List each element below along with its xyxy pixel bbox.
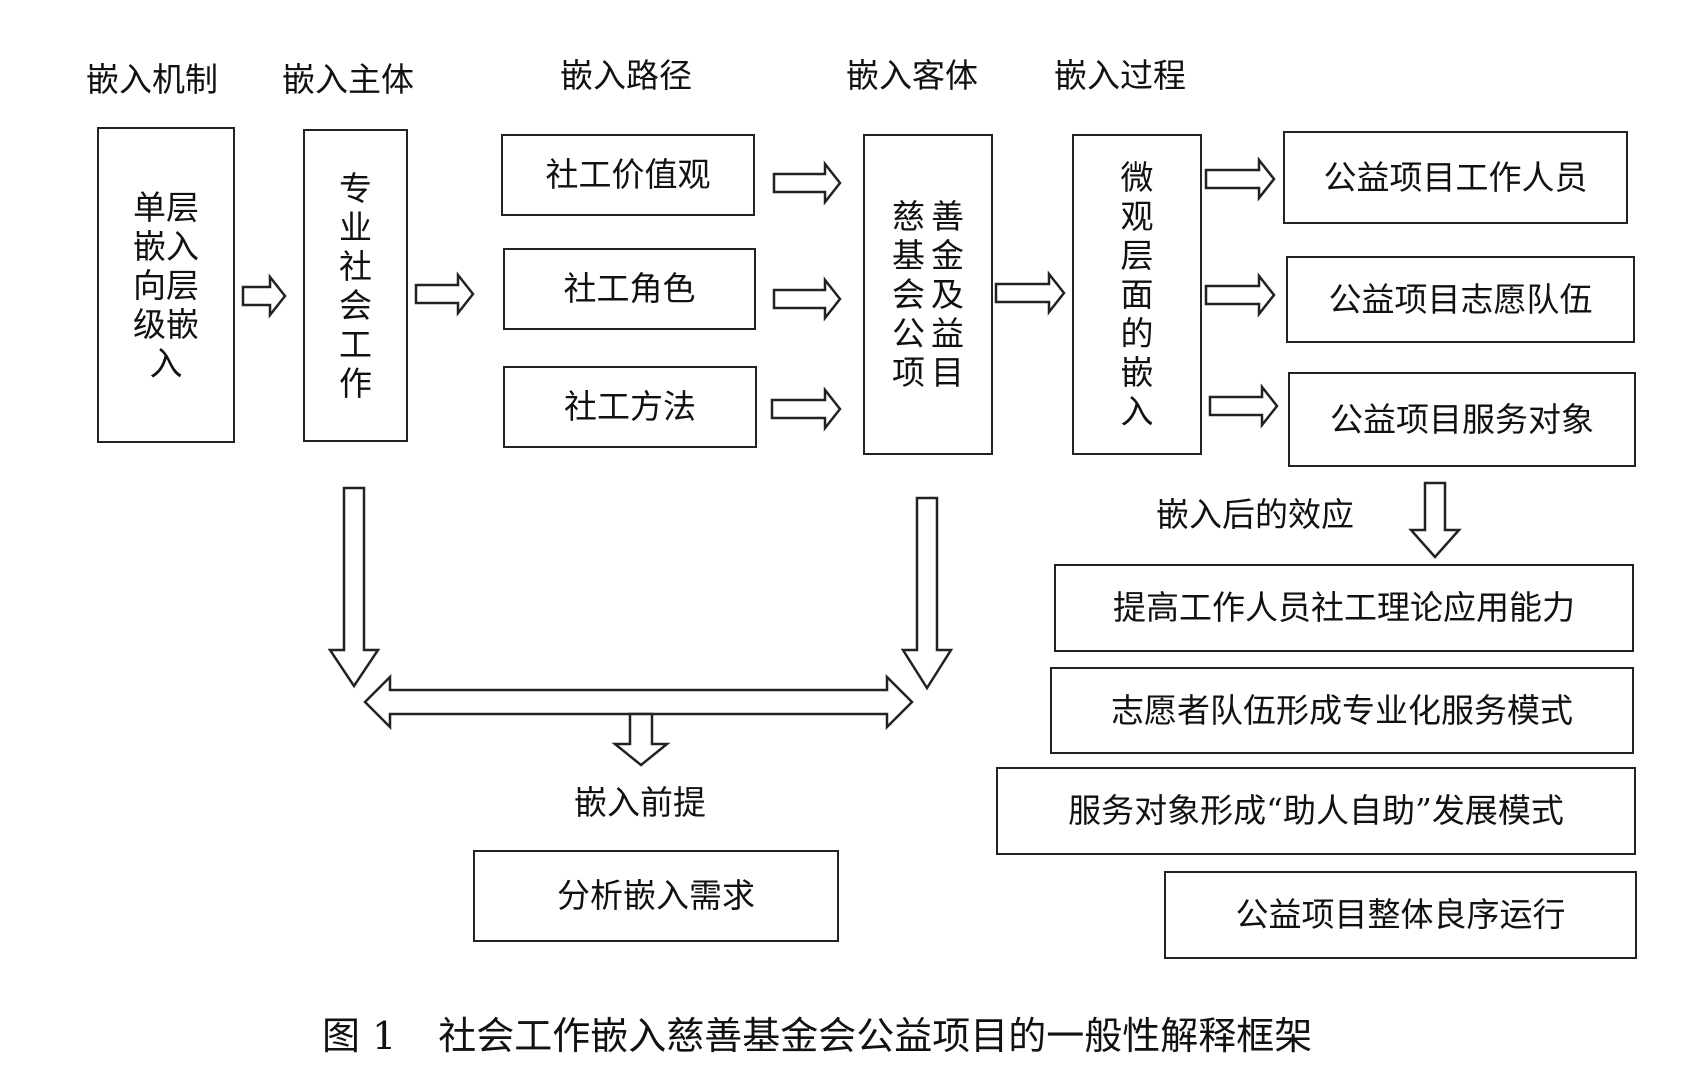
object-box: 慈基会公项 善金及益目 (863, 134, 993, 455)
effect-2-box: 志愿者队伍形成专业化服务模式 (1050, 667, 1634, 754)
figure-caption: 图 1 社会工作嵌入慈善基金会公益项目的一般性解释框架 (322, 1013, 1312, 1059)
arrow-object-to-process (994, 270, 1066, 316)
header-subject: 嵌入主体 (282, 60, 414, 99)
caption-number: 图 1 (322, 1014, 397, 1058)
premise-label: 嵌入前提 (574, 783, 706, 822)
arrow-process-to-staff (1204, 156, 1276, 202)
header-process: 嵌入过程 (1054, 56, 1186, 95)
arrow-clients-to-effects (1408, 481, 1462, 559)
subject-box: 专业社会工作 (303, 129, 408, 442)
caption-title: 社会工作嵌入慈善基金会公益项目的一般性解释框架 (438, 1014, 1313, 1058)
path-methods-box: 社工方法 (503, 366, 757, 448)
header-object: 嵌入客体 (846, 56, 978, 95)
arrow-process-to-volunteers (1204, 272, 1276, 318)
effect-3-box: 服务对象形成“助人自助”发展模式 (996, 767, 1636, 855)
arrow-subject-down (327, 486, 381, 689)
arrow-subject-to-paths (414, 271, 475, 317)
process-text: 微观层面的嵌入 (1120, 158, 1154, 431)
arrow-to-premise (611, 712, 671, 767)
header-path: 嵌入路径 (560, 56, 692, 95)
mechanism-box: 单层嵌入向层级嵌入 (97, 127, 235, 443)
premise-box: 分析嵌入需求 (473, 850, 839, 942)
arrow-values-to-object (772, 160, 842, 206)
clients-box: 公益项目服务对象 (1288, 372, 1636, 467)
arrow-roles-to-object (772, 276, 842, 322)
staff-box: 公益项目工作人员 (1283, 131, 1628, 224)
path-roles-box: 社工角色 (503, 248, 756, 330)
object-text-col2: 善金及益目 (931, 197, 964, 392)
subject-text: 专业社会工作 (339, 168, 372, 403)
arrow-object-down (900, 496, 954, 691)
effect-4-box: 公益项目整体良序运行 (1164, 871, 1637, 959)
effect-1-box: 提高工作人员社工理论应用能力 (1054, 564, 1634, 652)
arrow-process-to-clients (1208, 383, 1279, 429)
header-mechanism: 嵌入机制 (86, 60, 218, 99)
effects-label: 嵌入后的效应 (1156, 495, 1354, 534)
arrow-double-horizontal (363, 673, 914, 731)
arrow-mechanism-to-subject (241, 273, 287, 319)
arrow-methods-to-object (770, 386, 842, 432)
volunteers-box: 公益项目志愿队伍 (1286, 256, 1635, 343)
process-box: 微观层面的嵌入 (1072, 134, 1202, 455)
mechanism-text: 单层嵌入向层级嵌入 (132, 187, 199, 383)
object-text-col1: 慈基会公项 (892, 197, 925, 392)
path-values-box: 社工价值观 (501, 134, 755, 216)
